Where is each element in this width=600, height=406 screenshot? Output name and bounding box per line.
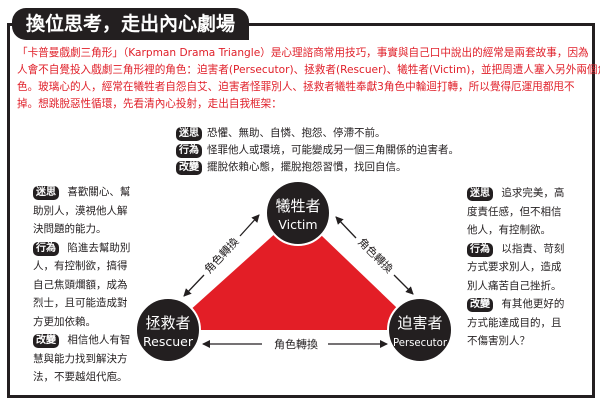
double-arrow-left [183, 274, 205, 297]
text-line: 陷進去幫助別 [67, 241, 131, 254]
red-triangle [168, 213, 420, 330]
double-arrow-right [335, 216, 357, 239]
change-tag: 改變 [467, 298, 493, 312]
victim-description: 迷思恐懼、無助、自憐、抱怨、停滯不前。 行為怪罪他人或環境，可能變成另一個三角關… [176, 125, 459, 176]
rescuer-en: Rescuer [143, 335, 193, 349]
role-switch-label-right: 角色轉換 [355, 235, 396, 276]
rescuer-description: 迷思 喜歡關心、幫 助別人，漠視他人解 決問題的能力。 行為 陷進去幫助別 人，… [33, 183, 130, 387]
text-line: 決問題的能力。 [33, 223, 107, 235]
victim-change: 擺脫依賴心態，擺脫抱怨習慣，找回自信。 [207, 161, 407, 173]
double-arrow-left [239, 214, 260, 237]
behavior-tag: 行為 [33, 241, 59, 256]
myth-tag: 迷思 [176, 127, 202, 141]
myth-tag: 迷思 [467, 187, 493, 201]
text-line: 不傷害別人？ [467, 335, 530, 347]
intro-paragraph: 「卡普曼戲劇三角形」（Karpman Drama Triangle）是心理諮商常… [17, 45, 600, 113]
victim-zh: 犧牲者 [275, 197, 320, 215]
page-title: 換位思考，走出內心劇場 [12, 8, 250, 40]
text-line: 慧與能力找到解決方 [33, 352, 128, 365]
text-line: 法，不要越俎代庖。 [33, 371, 128, 383]
victim-behavior: 怪罪他人或環境，可能變成另一個三角關係的迫害者。 [207, 144, 459, 156]
text-line: 烈士，且可能造成對 [33, 297, 128, 309]
victim-node: 犧牲者 Victim [265, 180, 331, 246]
change-tag: 改變 [176, 161, 202, 175]
text-line: 相信他人有智 [67, 334, 131, 346]
change-tag: 改變 [33, 334, 59, 348]
persecutor-en: Persecutor [393, 336, 447, 349]
content-frame [7, 23, 595, 398]
text-line: 喜歡關心、幫 [67, 186, 131, 198]
intro-line: 色。玻璃心的人，經常在犧牲者自怨自艾、迫害者怪罪別人、拯救者犧牲奉獻3角色中輪迴… [17, 81, 575, 93]
text-line: 以指責、苛刻 [501, 242, 565, 255]
behavior-tag: 行為 [467, 242, 493, 257]
persecutor-description: 迷思 追求完美，高 度責任感，但不相信 他人，有控制欲。 行為 以指責、苛刻 方… [467, 184, 564, 351]
myth-tag: 迷思 [33, 186, 59, 200]
intro-line: 人會不自覺投入戲劇三角形裡的角色：迫害者(Persecutor)、拯救者(Res… [17, 64, 600, 76]
text-line: 追求完美，高 [501, 187, 565, 199]
rescuer-node: 拯救者 Rescuer [135, 297, 201, 363]
text-line: 方式能達成目的，且 [467, 316, 562, 329]
victim-myth: 恐懼、無助、自憐、抱怨、停滯不前。 [207, 127, 386, 139]
behavior-tag: 行為 [176, 144, 202, 158]
persecutor-node: 迫害者 Persecutor [387, 297, 453, 363]
intro-line: 掉。想跳脫惡性循環，先看清內心投射，走出自我框架： [17, 98, 282, 110]
text-line: 人，有控制欲，搞得 [33, 260, 128, 272]
intro-line: 「卡普曼戲劇三角形」（Karpman Drama Triangle）是心理諮商常… [17, 47, 589, 59]
text-line: 度責任感，但不相信 [467, 205, 562, 218]
text-line: 方式要求別人，造成 [467, 261, 562, 273]
double-arrow-right [393, 274, 414, 295]
text-line: 他人，有控制欲。 [467, 224, 551, 236]
text-line: 方更加依賴。 [33, 315, 96, 328]
text-line: 有其他更好的 [501, 298, 565, 310]
text-line: 別人痛苦自己挫折。 [467, 279, 562, 292]
role-switch-label-bottom: 角色轉換 [274, 337, 318, 351]
victim-en: Victim [278, 217, 317, 232]
persecutor-zh: 迫害者 [397, 314, 442, 332]
text-line: 自己焦頭爛額，成為 [33, 278, 128, 291]
text-line: 助別人，漠視他人解 [33, 204, 128, 217]
rescuer-zh: 拯救者 [145, 314, 190, 332]
